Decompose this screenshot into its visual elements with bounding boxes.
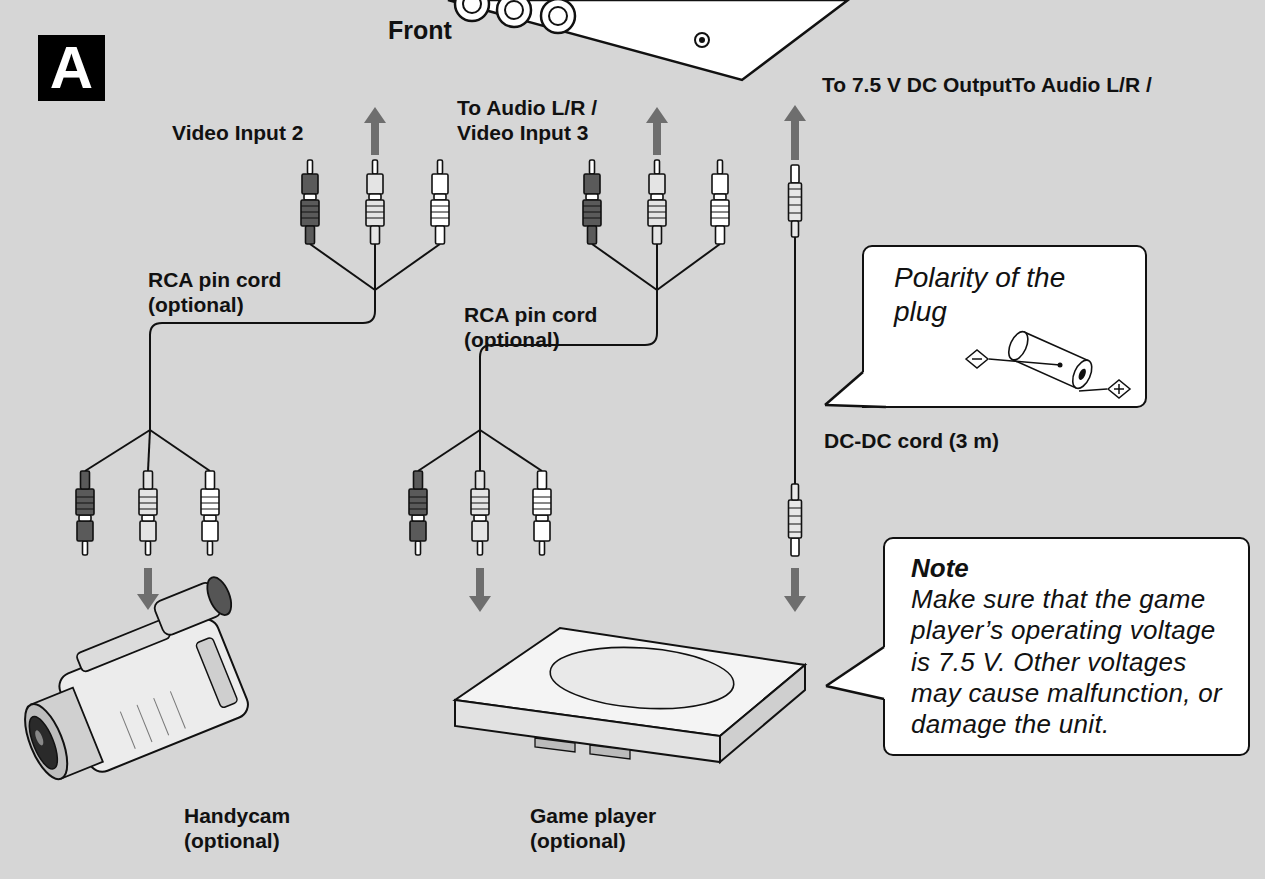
jack-label: To 7.5 V DC OutputTo Audio L/R / [822,72,1152,97]
note-callout: NoteMake sure that the game player’s ope… [883,537,1250,756]
rca-plug [648,160,666,244]
cord-wire [85,244,440,471]
device-label: Handycam (optional) [184,803,334,853]
jack-label: To Audio L/R / Video Input 3 [457,95,637,145]
rca-plug [76,471,94,555]
cord-label: DC-DC cord (3 m) [824,428,999,453]
arrow [646,107,668,155]
callout-heading: A [38,35,105,101]
section-badge: A [38,35,105,101]
rca-plug [711,160,729,244]
device-label: Game player (optional) [530,803,680,853]
callout-tail [826,647,888,699]
cord-wire [418,244,720,471]
rca-plug [533,471,551,555]
arrow [364,107,386,155]
rca-plug [409,471,427,555]
rca-plug [471,471,489,555]
jack-label: Video Input 2 [172,120,303,145]
cord-label: RCA pin cord (optional) [464,302,614,352]
front-label: Front [388,15,452,45]
cord-label: RCA pin cord (optional) [148,267,298,317]
arrow [784,568,806,612]
arrow [469,568,491,612]
rca-plug [583,160,601,244]
rca-plug [201,471,219,555]
rca-plug [301,160,319,244]
callout-body: Make sure that the game player’s operati… [911,584,1234,740]
callout-heading: Note [911,553,1234,584]
rca-plug [366,160,384,244]
dc-cord [789,165,802,556]
callout-tail [825,372,886,408]
device [448,0,848,80]
arrow [784,105,806,160]
callout-heading: Polarity of the plug [894,261,1109,328]
handycam-illustration [0,574,273,794]
rca-plug [139,471,157,555]
polarity-callout: Polarity of the plug [862,245,1147,408]
rca-plug [431,160,449,244]
game-player-illustration [455,628,805,762]
